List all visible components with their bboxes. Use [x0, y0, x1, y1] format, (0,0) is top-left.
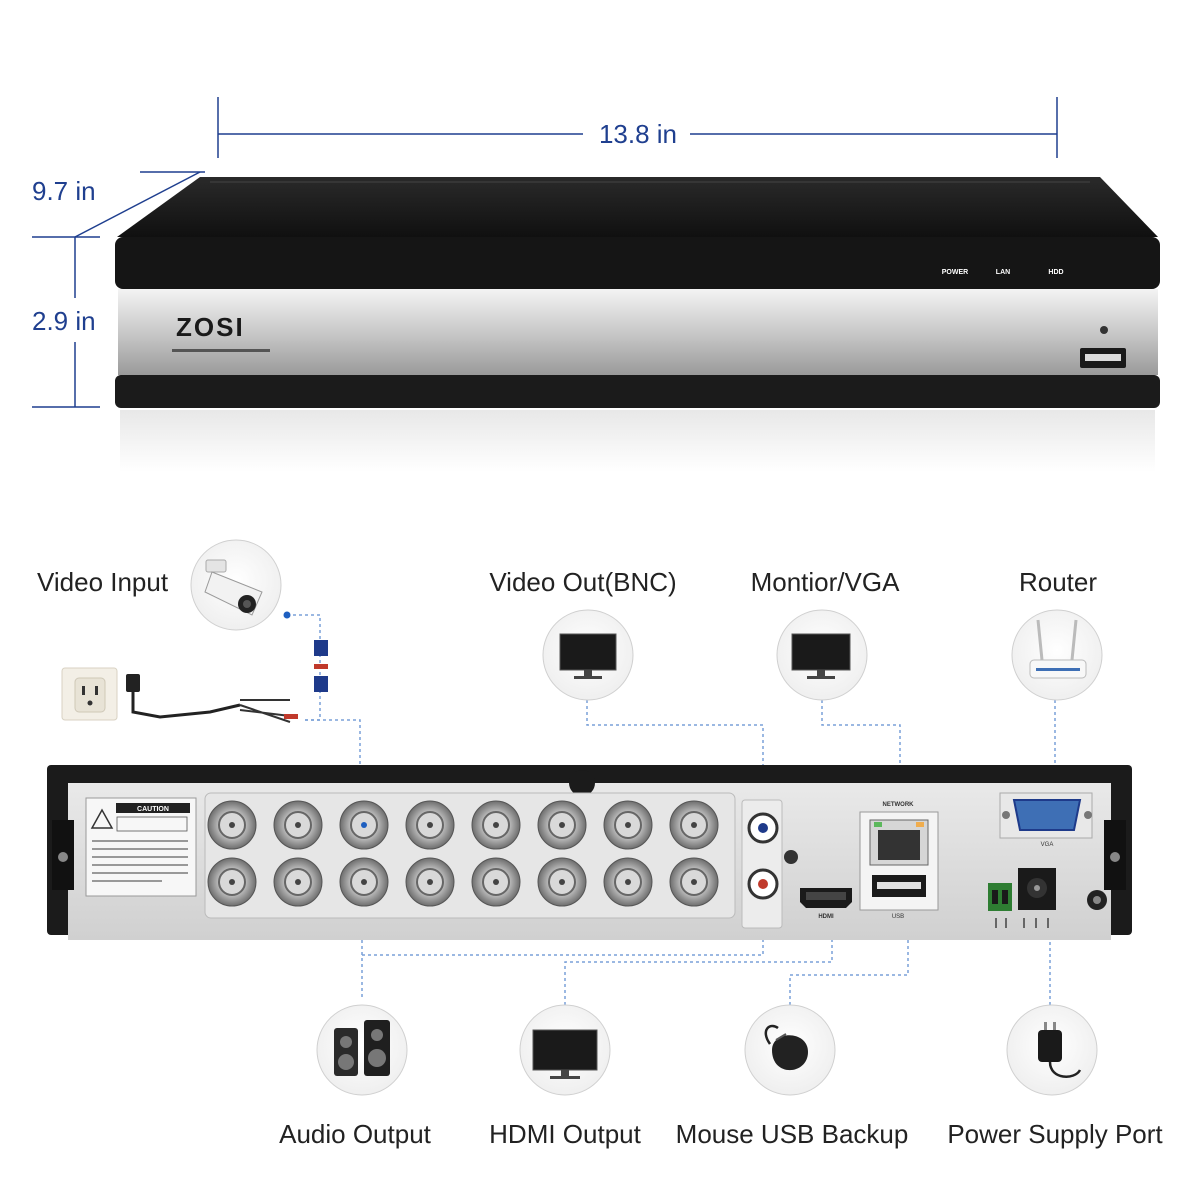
dvr-front-view: POWER LAN HDD ZOSI [115, 177, 1160, 472]
bnc-port [537, 857, 587, 907]
label-video-input: Video Input [37, 567, 169, 597]
bnc-port [339, 857, 389, 907]
video-out-monitor-icon [542, 609, 634, 701]
svg-text:NETWORK: NETWORK [883, 802, 915, 808]
svg-text:HDMI: HDMI [818, 914, 834, 920]
caution-label: CAUTION [85, 797, 197, 897]
hdmi-monitor-icon [519, 1004, 611, 1096]
ir-sensor-icon [1100, 326, 1108, 334]
height-label: 2.9 in [32, 306, 96, 336]
label-power-supply: Power Supply Port [947, 1119, 1163, 1149]
label-hdmi-output: HDMI Output [489, 1119, 641, 1149]
label-video-out: Video Out(BNC) [489, 567, 676, 597]
label-audio-output: Audio Output [279, 1119, 432, 1149]
vga-monitor-icon [776, 609, 868, 701]
network-usb-block: NETWORK USB [859, 802, 939, 920]
power-outlet [61, 667, 118, 721]
bnc-port [405, 857, 455, 907]
bnc-port [603, 800, 653, 850]
bnc-port [603, 857, 653, 907]
power-cable [126, 640, 328, 723]
bnc-port [471, 800, 521, 850]
svg-text:USB: USB [892, 914, 904, 920]
brand-logo: ZOSI [176, 312, 245, 342]
vga-port: VGA [999, 792, 1093, 848]
camera-icon [190, 539, 282, 631]
dimension-depth: 9.7 in [32, 171, 205, 238]
bnc-port [207, 800, 257, 850]
bnc-port [669, 800, 719, 850]
label-router: Router [1019, 567, 1097, 597]
width-label: 13.8 in [599, 119, 677, 149]
speaker-icon [316, 1004, 408, 1096]
indicator-hdd: HDD [1048, 269, 1063, 276]
bnc-port [207, 857, 257, 907]
bnc-port [339, 800, 389, 850]
bnc-port [405, 800, 455, 850]
bnc-video-inputs [207, 800, 719, 907]
indicator-power: POWER [942, 269, 968, 276]
label-vga: Montior/VGA [751, 567, 900, 597]
power-adapter-icon [1006, 1004, 1098, 1096]
bnc-port [273, 857, 323, 907]
audio-ports [741, 799, 798, 929]
power-terminals [988, 868, 1107, 928]
hdmi-port: HDMI [800, 888, 852, 920]
bnc-port [669, 857, 719, 907]
svg-text:VGA: VGA [1041, 842, 1054, 848]
bnc-port [537, 800, 587, 850]
dvr-rear-view: CAUTION HDMI NETWOR [47, 765, 1132, 940]
bnc-port [471, 857, 521, 907]
depth-label: 9.7 in [32, 176, 96, 206]
router-icon [1011, 609, 1103, 701]
indicator-lan: LAN [996, 269, 1010, 276]
label-mouse-usb: Mouse USB Backup [676, 1119, 909, 1149]
dimension-width: 13.8 in [217, 97, 1058, 158]
bnc-port [273, 800, 323, 850]
svg-text:CAUTION: CAUTION [137, 806, 169, 813]
mouse-icon [744, 1004, 836, 1096]
dimension-height: 2.9 in [32, 236, 100, 408]
